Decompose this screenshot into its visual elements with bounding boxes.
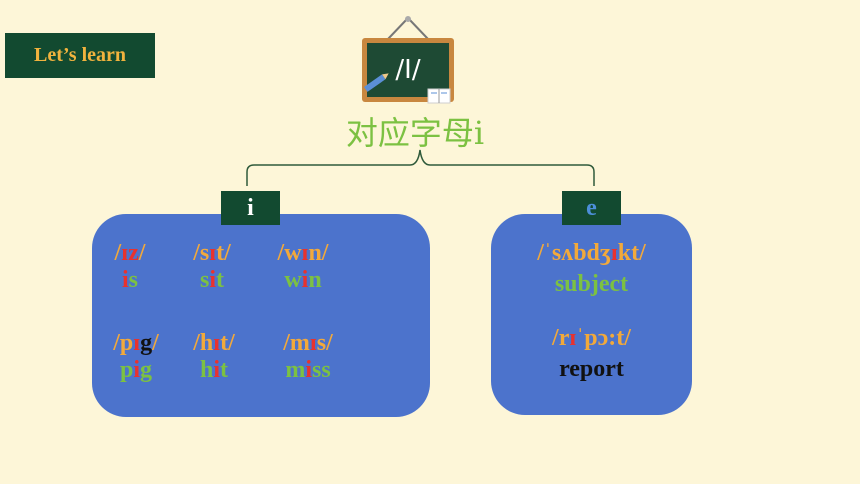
ipa-part: t/ <box>220 330 235 356</box>
tree-bracket <box>246 149 595 186</box>
word-subject: subject <box>554 271 629 297</box>
ipa-part: /p <box>113 330 134 356</box>
ipa-part: g <box>140 330 153 356</box>
ipa-part: s/ <box>316 330 333 356</box>
ipa-part: /w <box>277 240 302 266</box>
chalkboard-icon <box>362 16 454 104</box>
word-part: w <box>284 267 302 293</box>
lets-learn-label: Let’s learn <box>5 33 155 78</box>
ipa-vowel: ɪz <box>121 240 139 266</box>
word-card: /hɪt/ hit <box>174 330 254 384</box>
word-part: s <box>199 267 210 293</box>
word-vowel: i <box>305 357 312 383</box>
word-card: /ˈsʌbdʒɪkt/ subject <box>491 240 692 298</box>
subtitle-letter-i: 对应字母i <box>345 114 485 152</box>
word-vowel: i <box>301 267 309 293</box>
ipa-vowel: ɪ <box>309 330 317 356</box>
group-box-e <box>491 214 692 415</box>
word-vowel: i <box>121 267 129 293</box>
word-card: /rɪˈpɔ:t/ report <box>491 325 692 383</box>
word-part: t <box>216 267 224 293</box>
ipa-vowel: ɪ <box>213 330 221 356</box>
word-part: n <box>308 267 322 293</box>
ipa-vowel: ɪ <box>209 240 217 266</box>
group-box-i <box>92 214 430 417</box>
word-part: h <box>199 357 214 383</box>
word-card: /ɪz/ is <box>90 240 170 294</box>
ipa-vowel: ɪ <box>610 240 618 266</box>
word-vowel: i <box>133 357 141 383</box>
word-part: m <box>285 357 306 383</box>
word-part: g <box>140 357 153 383</box>
ipa-part: ˈpɔ:t/ <box>576 325 631 351</box>
ipa-part: t/ <box>216 240 231 266</box>
ipa-vowel: ɪ <box>301 240 309 266</box>
word-card: /pɪg/ pig <box>96 330 176 384</box>
chalkboard: /I/ <box>358 15 458 110</box>
ipa-part: kt/ <box>617 240 646 266</box>
word-part: p <box>119 357 134 383</box>
word-card: /sɪt/ sit <box>172 240 252 294</box>
word-part: t <box>220 357 229 383</box>
word-vowel: i <box>209 267 216 293</box>
ipa-part: /m <box>283 330 310 356</box>
letter-tag-i: i <box>221 191 280 225</box>
ipa-vowel: ɪ <box>569 325 577 351</box>
ipa-part: n/ <box>308 240 329 266</box>
ipa-part: /r <box>552 325 570 351</box>
word-part: ss <box>311 357 331 383</box>
ipa-part: / <box>138 240 146 266</box>
ipa-part: / <box>114 240 122 266</box>
ipa-part: / <box>152 330 159 356</box>
ipa-part: /h <box>193 330 214 356</box>
ipa-part: /s <box>193 240 210 266</box>
word-report: report <box>559 356 624 382</box>
ipa-vowel: ɪ <box>133 330 141 356</box>
word-vowel: i <box>213 357 221 383</box>
word-card: /wɪn/ win <box>263 240 343 294</box>
letter-tag-e: e <box>562 191 621 225</box>
ipa-part: /ˈsʌbdʒ <box>537 240 611 266</box>
word-part: s <box>128 267 138 293</box>
board-phoneme: /I/ <box>395 55 421 85</box>
word-card: /mɪs/ miss <box>268 330 348 384</box>
